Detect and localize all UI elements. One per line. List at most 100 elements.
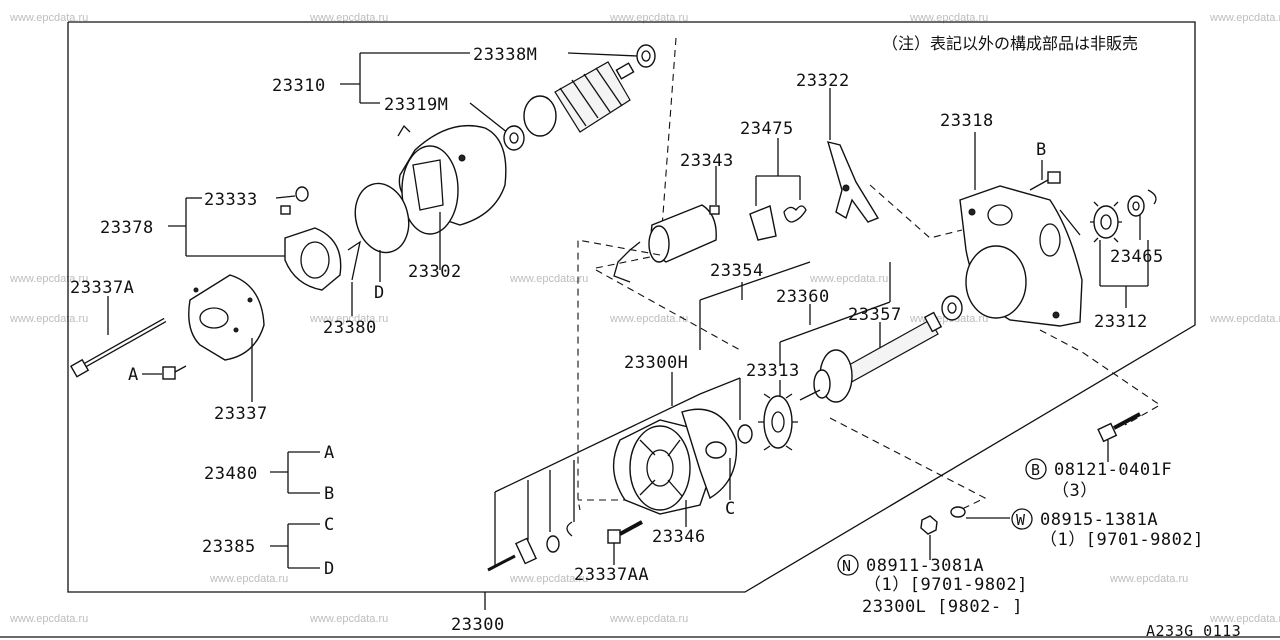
bearing-shaft-inner <box>947 302 957 314</box>
washer-08915 <box>950 506 966 518</box>
bearing-23338M <box>636 44 656 68</box>
circle-W <box>1011 508 1033 530</box>
label-B-top: B <box>1036 140 1047 160</box>
watermark: www.epcdata.ru <box>309 613 388 625</box>
callout-W-part: 08915-1381A <box>1040 510 1158 530</box>
callout-N-qty: （1）[9701-9802] <box>864 575 1028 595</box>
watermark: www.epcdata.ru <box>1209 12 1280 24</box>
callout-W-letter: W <box>1016 511 1026 529</box>
circle-B <box>1025 458 1047 480</box>
label-23378: 23378 <box>100 218 154 238</box>
label-A-a: A <box>128 365 139 385</box>
callout-B-letter: B <box>1031 461 1041 479</box>
watermark: www.epcdata.ru <box>609 12 688 24</box>
label-23337: 23337 <box>214 404 268 424</box>
armature <box>523 61 635 137</box>
label-C-mid: C <box>725 499 736 519</box>
nut-23333 <box>280 186 309 215</box>
label-23337AA: 23337AA <box>574 565 649 585</box>
screw-B <box>1029 171 1061 191</box>
label-23302: 23302 <box>408 262 462 282</box>
label-23333: 23333 <box>204 190 258 210</box>
label-23312: 23312 <box>1094 312 1148 332</box>
label-23354: 23354 <box>710 261 764 281</box>
pinion-shaft-23357 <box>799 311 943 403</box>
nut-08911 <box>920 515 938 535</box>
label-C-c: C <box>324 515 335 535</box>
watermark: www.epcdata.ru <box>9 613 88 625</box>
label-23322: 23322 <box>796 71 850 91</box>
note-text: （注）表記以外の構成部品は非販売 <box>882 34 1138 53</box>
label-23318: 23318 <box>940 111 994 131</box>
brush-holder-plate <box>284 227 342 291</box>
watermark: www.epcdata.ru <box>509 273 588 285</box>
leader-23310 <box>340 52 639 134</box>
watermark: www.epcdata.ru <box>909 12 988 24</box>
watermark: www.epcdata.ru <box>1209 313 1280 325</box>
washer-mid <box>737 424 753 444</box>
label-23360: 23360 <box>776 287 830 307</box>
callout-23300L: 23300L [9802- ] <box>862 597 1023 617</box>
solenoid-23343 <box>613 204 720 283</box>
dash-lever-frame <box>869 184 963 239</box>
frame-border <box>67 21 1196 593</box>
label-23338M: 23338M <box>473 45 537 65</box>
leader-23360 <box>779 262 891 366</box>
watermark: www.epcdata.ru <box>609 313 688 325</box>
gear-23313 <box>758 393 798 451</box>
dash-washer <box>829 417 987 511</box>
label-23380: 23380 <box>323 318 377 338</box>
diagram-code: A233G 0113 <box>1146 622 1241 640</box>
through-bolt <box>69 317 167 378</box>
bearing-shaft <box>941 295 963 321</box>
shift-lever-23322 <box>826 141 880 223</box>
dash-right-bolt <box>1039 329 1162 426</box>
small-parts-row <box>487 460 575 572</box>
leader-23354 <box>699 261 811 350</box>
bushing-front <box>705 441 727 459</box>
label-23313: 23313 <box>746 361 800 381</box>
yoke-23302 <box>397 124 507 235</box>
gear-housing-23318 <box>959 185 1083 327</box>
label-23480: 23480 <box>204 464 258 484</box>
callout-B-qty: （3） <box>1052 481 1098 501</box>
watermark-layer: www.epcdata.ru www.epcdata.ru www.epcdat… <box>9 12 1280 625</box>
label-23465: 23465 <box>1110 247 1164 267</box>
watermark: www.epcdata.ru <box>1209 613 1280 625</box>
callout-N-letter: N <box>842 557 852 575</box>
bolt-08121-0401F <box>1097 412 1141 443</box>
label-D-a: D <box>374 283 385 303</box>
bearing-23319M <box>503 125 525 151</box>
circle-N <box>837 554 859 576</box>
leader-23312 <box>1099 240 1149 308</box>
watermark: www.epcdata.ru <box>9 12 88 24</box>
dash-mid <box>595 269 741 351</box>
front-housing <box>612 419 713 515</box>
label-23385: 23385 <box>202 537 256 557</box>
label-23343: 23343 <box>680 151 734 171</box>
callout-W-qty: （1）[9701-9802] <box>1040 530 1204 550</box>
spring-23380 <box>347 240 361 281</box>
watermark: www.epcdata.ru <box>309 313 388 325</box>
label-23346: 23346 <box>652 527 706 547</box>
watermark: www.epcdata.ru <box>309 12 388 24</box>
label-23357: 23357 <box>848 305 902 325</box>
bearing-23465 <box>1127 189 1157 217</box>
bracket-23385 <box>270 523 320 569</box>
idler-gear <box>1090 201 1122 243</box>
rear-cover-23337 <box>188 274 265 361</box>
bracket-23480 <box>270 451 320 494</box>
watermark: www.epcdata.ru <box>9 313 88 325</box>
label-23475: 23475 <box>740 119 794 139</box>
label-D-c: D <box>324 559 335 579</box>
watermark: www.epcdata.ru <box>1109 573 1188 585</box>
label-23310: 23310 <box>272 76 326 96</box>
watermark: www.epcdata.ru <box>809 273 888 285</box>
watermark: www.epcdata.ru <box>509 573 588 585</box>
group-line-23300 <box>494 377 741 493</box>
bolt-23337AA <box>607 520 643 544</box>
label-23337A: 23337A <box>70 278 134 298</box>
leader-23378 <box>168 195 296 257</box>
